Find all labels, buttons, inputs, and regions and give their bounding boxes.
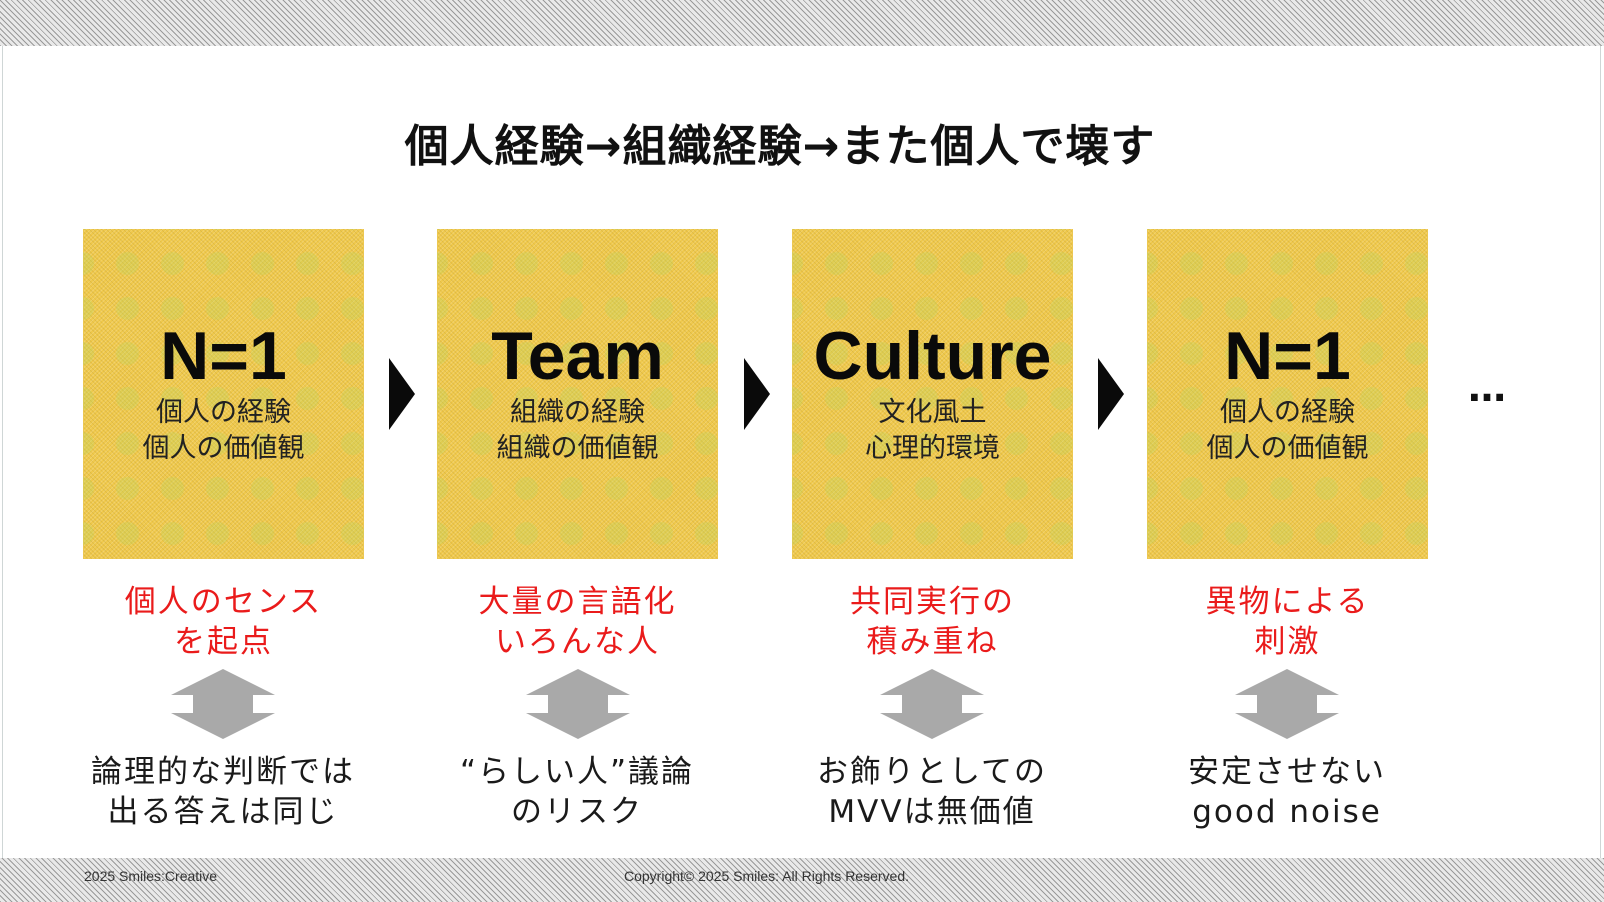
- top-hatched-band: [0, 0, 1604, 46]
- card-n1-first: N=1 個人の経験 個人の価値観: [83, 229, 364, 559]
- black-note-line: “らしい人”議論: [459, 754, 695, 790]
- card-subtext: 個人の経験 個人の価値観: [83, 395, 364, 467]
- card-culture: Culture 文化風土 心理的環境: [792, 229, 1073, 559]
- card-subtext-line: 組織の価値観: [496, 433, 659, 464]
- double-arrow-icon: [171, 669, 275, 739]
- red-note-line: 個人のセンス: [124, 584, 323, 620]
- card-subtext: 文化風土 心理的環境: [792, 395, 1073, 467]
- black-note: 安定させない good noise: [1127, 752, 1447, 832]
- red-note: 大量の言語化 いろんな人: [437, 582, 718, 662]
- slide-title: 個人経験→組織経験→また個人で壊す: [404, 121, 1156, 172]
- double-arrow-icon: [526, 669, 630, 739]
- double-arrow-icon: [1235, 669, 1339, 739]
- chevron-right-icon: [744, 358, 770, 430]
- card-subtext: 個人の経験 個人の価値観: [1147, 395, 1428, 467]
- red-note: 異物による 刺激: [1147, 582, 1428, 662]
- red-note-line: 共同実行の: [850, 584, 1015, 620]
- card-subtext-line: 組織の経験: [510, 397, 645, 428]
- card-n1-second: N=1 個人の経験 個人の価値観: [1147, 229, 1428, 559]
- card-subtext-line: 文化風土: [878, 397, 987, 428]
- red-note-line: 積み重ね: [866, 624, 999, 660]
- chevron-right-icon: [1098, 358, 1124, 430]
- black-note-line: good noise: [1192, 794, 1382, 830]
- black-note-line: お飾りとしての: [816, 754, 1048, 790]
- double-arrow-icon: [880, 669, 984, 739]
- footer-left-text: 2025 Smiles:Creative: [84, 868, 218, 884]
- black-note: 論理的な判断では 出る答えは同じ: [63, 752, 383, 832]
- card-heading: N=1: [160, 318, 287, 394]
- red-note-line: 異物による: [1205, 584, 1370, 620]
- ellipsis: …: [1468, 366, 1506, 410]
- red-note-line: いろんな人: [495, 624, 660, 660]
- card-subtext-line: 個人の経験: [156, 397, 291, 428]
- card-subtext-line: 心理的環境: [865, 433, 1000, 464]
- black-note: “らしい人”議論 のリスク: [417, 752, 737, 832]
- card-heading: N=1: [1224, 318, 1351, 394]
- red-note: 個人のセンス を起点: [83, 582, 364, 662]
- card-subtext-line: 個人の経験: [1220, 397, 1355, 428]
- red-note-line: 刺激: [1254, 624, 1321, 660]
- bottom-hatched-band: [0, 858, 1604, 902]
- card-team: Team 組織の経験 組織の価値観: [437, 229, 718, 559]
- red-note: 共同実行の 積み重ね: [792, 582, 1073, 662]
- black-note: お飾りとしての MVVは無価値: [772, 752, 1092, 832]
- black-note-line: 論理的な判断では: [91, 754, 355, 790]
- card-subtext-line: 個人の価値観: [1206, 433, 1369, 464]
- card-subtext: 組織の経験 組織の価値観: [437, 395, 718, 467]
- card-heading: Team: [491, 318, 664, 394]
- chevron-right-icon: [389, 358, 415, 430]
- red-note-line: 大量の言語化: [478, 584, 677, 620]
- black-note-line: 出る答えは同じ: [107, 794, 339, 830]
- black-note-line: のリスク: [511, 794, 643, 830]
- black-note-line: 安定させない: [1188, 754, 1386, 790]
- card-subtext-line: 個人の価値観: [142, 433, 305, 464]
- card-heading: Culture: [813, 318, 1052, 394]
- red-note-line: を起点: [174, 624, 273, 660]
- footer-copyright: Copyright© 2025 Smiles: All Rights Reser…: [624, 868, 909, 884]
- black-note-line: MVVは無価値: [828, 794, 1036, 830]
